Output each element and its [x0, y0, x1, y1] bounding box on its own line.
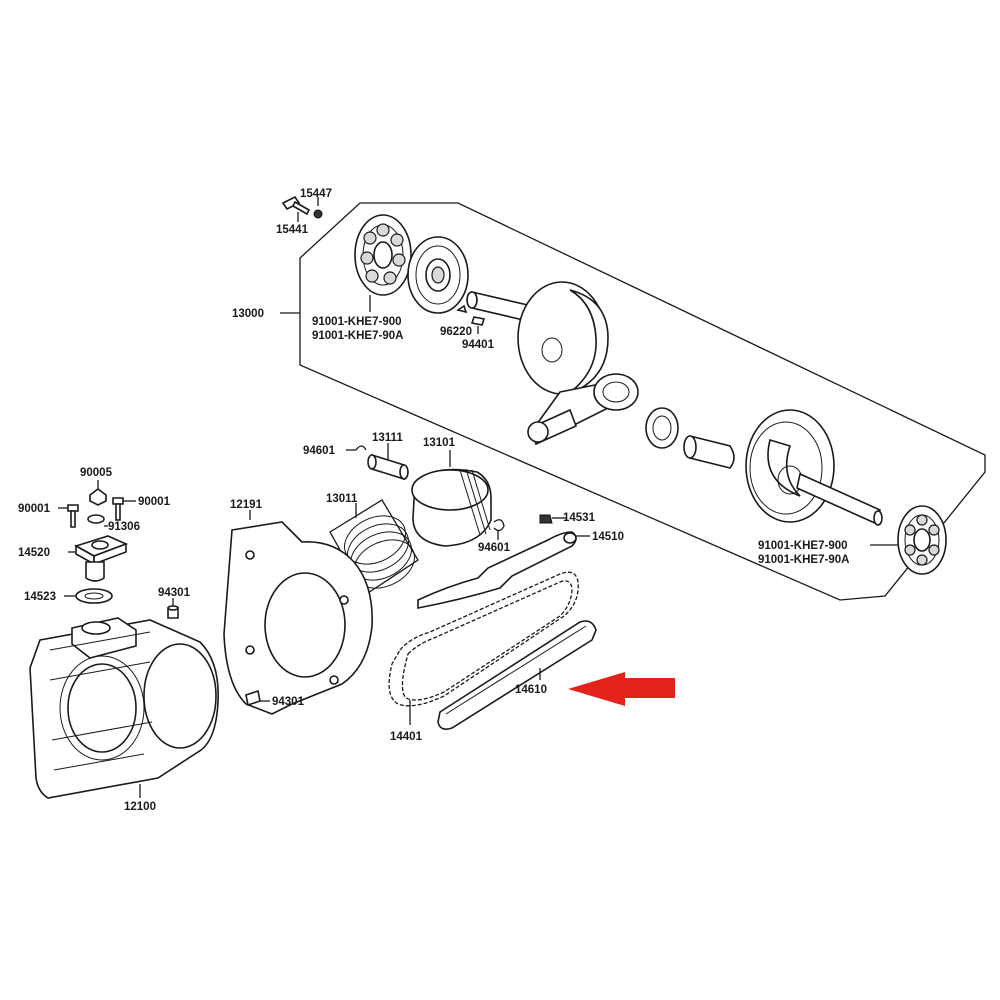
red-arrow-icon — [568, 672, 675, 706]
label-94401: 94401 — [462, 339, 495, 351]
label-14523: 14523 — [24, 591, 56, 603]
group-frame — [299, 202, 986, 601]
part-14610-chain-guide: 14610 — [437, 620, 597, 730]
part-15447-nut — [313, 209, 323, 219]
label-12100: 12100 — [124, 801, 156, 813]
label-94601-top: 94601 — [303, 445, 336, 457]
label-91306: 91306 — [108, 521, 140, 533]
part-14520-tensioner: 14520 — [18, 535, 129, 582]
label-bearing-right-b: 91001-KHE7-90A — [758, 554, 849, 566]
label-14531: 14531 — [563, 512, 596, 524]
part-90001-bolt-left: 90001 — [18, 503, 79, 528]
part-13101-piston: 13101 — [411, 437, 492, 547]
part-96220-key: 96220 94401 — [440, 304, 495, 351]
label-94301-bottom: 94301 — [272, 696, 305, 708]
part-bearing-right: 91001-KHE7-900 91001-KHE7-90A — [758, 505, 947, 575]
part-bearing-left: 91001-KHE7-900 91001-KHE7-90A — [312, 214, 412, 342]
label-94601-bottom: 94601 — [478, 542, 511, 554]
label-15447: 15447 — [300, 188, 332, 200]
label-bearing-left-a: 91001-KHE7-900 — [312, 316, 402, 328]
label-13101: 13101 — [423, 437, 456, 449]
label-94301-top: 94301 — [158, 587, 191, 599]
label-bearing-left-b: 91001-KHE7-90A — [312, 330, 403, 342]
part-oil-seal — [407, 236, 469, 314]
label-90001-left: 90001 — [18, 503, 51, 515]
part-crankshaft — [466, 281, 883, 526]
part-94301-dowel-top: 94301 — [158, 587, 191, 619]
part-94601-clip-top: 94601 — [303, 445, 367, 457]
part-12191-gasket: 12191 — [223, 499, 373, 715]
label-13000: 13000 — [232, 308, 264, 320]
part-15441-bolt: 15447 15441 — [276, 188, 332, 236]
label-bearing-right-a: 91001-KHE7-900 — [758, 540, 848, 552]
part-91306-oring: 91306 — [87, 514, 140, 533]
part-14531-bolt: 14531 — [539, 512, 596, 524]
part-90001-bolt-right: 90001 — [112, 496, 171, 521]
label-90005: 90005 — [80, 467, 113, 479]
label-13111: 13111 — [372, 432, 403, 444]
label-90001-right: 90001 — [138, 496, 171, 508]
part-14510-tensioner-guide: 14510 — [417, 531, 624, 609]
part-90005-bolt: 90005 — [80, 467, 113, 506]
label-14610: 14610 — [515, 684, 547, 696]
part-13111-pin: 13111 — [367, 432, 409, 481]
part-12100-cylinder: 12100 — [29, 617, 219, 813]
label-14520: 14520 — [18, 547, 50, 559]
highlight-arrow — [568, 672, 675, 706]
part-94601-clip-bottom: 94601 — [478, 519, 511, 554]
part-14523-gasket: 14523 — [24, 588, 113, 604]
part-14401-cam-chain: 14401 — [388, 571, 579, 743]
label-14401: 14401 — [390, 731, 423, 743]
label-14510: 14510 — [592, 531, 624, 543]
label-12191: 12191 — [230, 499, 263, 511]
crankshaft-group-13000: 13000 — [232, 202, 986, 601]
part-94301-dowel-bottom: 94301 — [245, 689, 305, 708]
label-96220: 96220 — [440, 326, 472, 338]
label-15441: 15441 — [276, 224, 309, 236]
label-13011: 13011 — [326, 493, 358, 505]
